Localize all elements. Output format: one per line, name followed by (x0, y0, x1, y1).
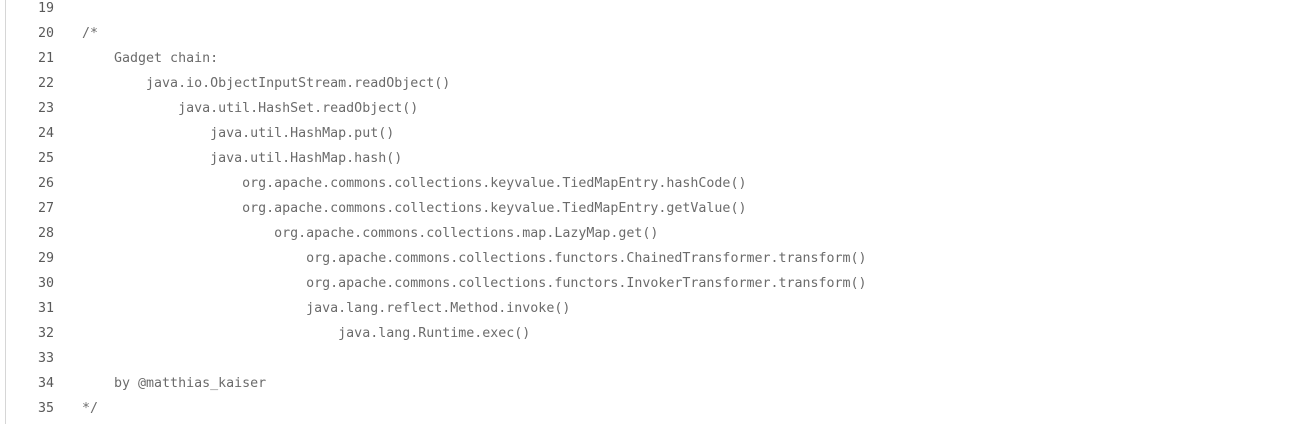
code-line: 27 org.apache.commons.collections.keyval… (0, 196, 1297, 221)
line-number: 22 (38, 76, 55, 91)
line-code: org.apache.commons.collections.map.LazyM… (82, 226, 659, 241)
line-code: java.lang.reflect.Method.invoke() (82, 301, 571, 316)
line-code: org.apache.commons.collections.keyvalue.… (82, 176, 747, 191)
code-line: 23 java.util.HashSet.readObject() (0, 96, 1297, 121)
code-line: 35 */ (0, 396, 1297, 421)
code-line: 21 Gadget chain: (0, 46, 1297, 71)
line-code: java.io.ObjectInputStream.readObject() (82, 76, 451, 91)
gutter-border (5, 0, 6, 424)
line-code: by @matthias_kaiser (82, 376, 267, 391)
code-line: 26 org.apache.commons.collections.keyval… (0, 171, 1297, 196)
line-code: org.apache.commons.collections.functors.… (82, 251, 867, 266)
code-line: 24 java.util.HashMap.put() (0, 121, 1297, 146)
code-line: 31 java.lang.reflect.Method.invoke() (0, 296, 1297, 321)
line-code: */ (82, 401, 99, 416)
line-number: 19 (38, 1, 55, 16)
line-number: 24 (38, 126, 55, 141)
code-line: 19 (0, 0, 1297, 21)
line-number: 20 (38, 26, 55, 41)
line-number: 31 (38, 301, 55, 316)
line-number: 25 (38, 151, 55, 166)
line-number: 26 (38, 176, 55, 191)
line-number: 32 (38, 326, 55, 341)
line-code: java.util.HashMap.hash() (82, 151, 403, 166)
code-line: 34 by @matthias_kaiser (0, 371, 1297, 396)
line-code: java.util.HashMap.put() (82, 126, 395, 141)
line-number: 34 (38, 376, 55, 391)
line-number: 35 (38, 401, 55, 416)
code-line: 25 java.util.HashMap.hash() (0, 146, 1297, 171)
line-code: /* (82, 26, 99, 41)
line-number: 33 (38, 351, 55, 366)
line-number: 28 (38, 226, 55, 241)
line-code: Gadget chain: (82, 51, 219, 66)
line-number: 30 (38, 276, 55, 291)
code-line: 30 org.apache.commons.collections.functo… (0, 271, 1297, 296)
code-line: 32 java.lang.Runtime.exec() (0, 321, 1297, 346)
code-line: 22 java.io.ObjectInputStream.readObject(… (0, 71, 1297, 96)
code-line: 29 org.apache.commons.collections.functo… (0, 246, 1297, 271)
code-line: 33 (0, 346, 1297, 371)
line-number: 23 (38, 101, 55, 116)
code-line: 28 org.apache.commons.collections.map.La… (0, 221, 1297, 246)
code-line: 20 /* (0, 21, 1297, 46)
line-code: org.apache.commons.collections.keyvalue.… (82, 201, 747, 216)
line-number: 21 (38, 51, 55, 66)
line-number: 27 (38, 201, 55, 216)
line-number: 29 (38, 251, 55, 266)
line-code: java.lang.Runtime.exec() (82, 326, 531, 341)
line-code: org.apache.commons.collections.functors.… (82, 276, 867, 291)
line-code: java.util.HashSet.readObject() (82, 101, 419, 116)
